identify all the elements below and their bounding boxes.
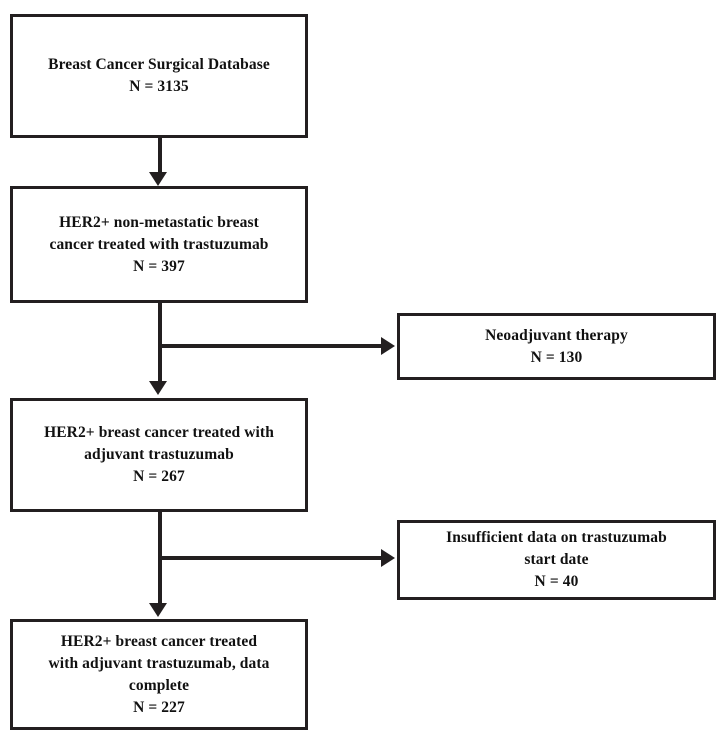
connector-adjuvant-to-insufficient-line bbox=[160, 556, 383, 560]
node-insufficient-text: Insufficient data on trastuzumab start d… bbox=[446, 529, 667, 590]
connector-database-to-her2-arrowhead-icon bbox=[149, 172, 167, 186]
node-her2-nonmetastatic-trastuzumab: HER2+ non-metastatic breast cancer treat… bbox=[10, 186, 308, 303]
node-her2-trastuzumab-text: HER2+ non-metastatic breast cancer treat… bbox=[49, 213, 269, 275]
connector-her2-to-adjuvant-line bbox=[158, 303, 162, 383]
connector-her2-to-adjuvant-arrowhead-icon bbox=[149, 381, 167, 395]
node-adjuvant-text: HER2+ breast cancer treated with adjuvan… bbox=[44, 424, 274, 485]
node-neoadjuvant-therapy-excluded: Neoadjuvant therapy N = 130 bbox=[397, 313, 716, 380]
node-neoadjuvant-text: Neoadjuvant therapy N = 130 bbox=[485, 326, 628, 366]
node-data-complete-text: HER2+ breast cancer treated with adjuvan… bbox=[48, 632, 270, 716]
node-database-text: Breast Cancer Surgical Database N = 3135 bbox=[48, 56, 270, 95]
node-insufficient-data-excluded: Insufficient data on trastuzumab start d… bbox=[397, 520, 716, 600]
node-breast-cancer-surgical-database: Breast Cancer Surgical Database N = 3135 bbox=[10, 14, 308, 138]
connector-adjuvant-to-insufficient-arrowhead-icon bbox=[381, 549, 395, 567]
connector-database-to-her2-line bbox=[158, 138, 162, 174]
connector-her2-to-neoadjuvant-line bbox=[160, 344, 383, 348]
node-final-cohort-data-complete: HER2+ breast cancer treated with adjuvan… bbox=[10, 619, 308, 730]
node-her2-adjuvant-trastuzumab: HER2+ breast cancer treated with adjuvan… bbox=[10, 398, 308, 512]
connector-adjuvant-to-complete-arrowhead-icon bbox=[149, 603, 167, 617]
connector-her2-to-neoadjuvant-arrowhead-icon bbox=[381, 337, 395, 355]
